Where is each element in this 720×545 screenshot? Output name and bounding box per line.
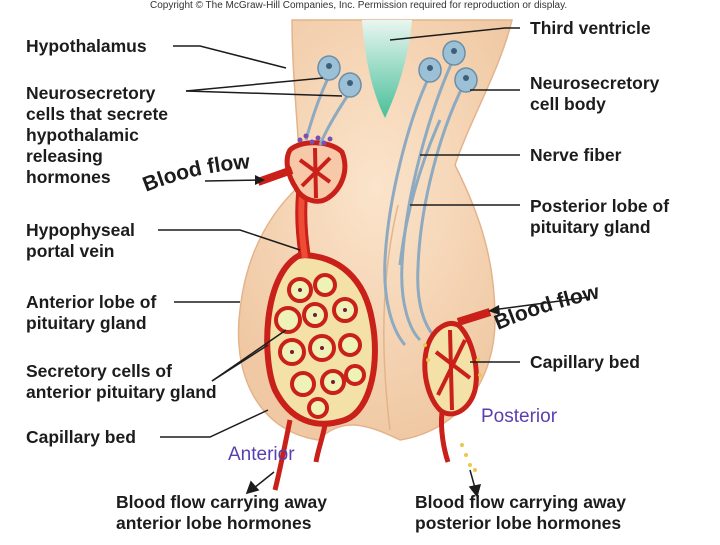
label-hypothalamus: Hypothalamus [26, 36, 147, 56]
label-capillary-bed-right: Capillary bed [530, 352, 640, 372]
neurosecretory-cells-left [297, 55, 362, 146]
label-third-ventricle: Third ventricle [530, 18, 651, 38]
label-bottom-right: Blood flow carrying away posterior lobe … [415, 492, 627, 533]
nerve-fibers [383, 59, 467, 346]
label-capillary-bed-left: Capillary bed [26, 427, 136, 447]
label-neurosecretory-cells: Neurosecretory cells that secrete hypoth… [26, 83, 169, 187]
label-secretory-cells: Secretory cells of anterior pituitary gl… [26, 361, 217, 402]
blood-flow-label-right: Blood flow [491, 280, 602, 334]
label-posterior-lobe: Posterior lobe of pituitary gland [530, 196, 670, 237]
neurosecretory-cell-bodies-right [418, 40, 478, 93]
leader-lines [158, 27, 520, 438]
blood-flow-arrow-right: Blood flow [488, 280, 602, 335]
label-nerve-fiber: Nerve fiber [530, 145, 622, 165]
label-neurosecretory-cell-body: Neurosecretory cell body [530, 73, 660, 114]
bottom-arrows [245, 469, 482, 498]
lobe-boundary [383, 204, 399, 431]
label-hypophyseal-portal-vein: Hypophyseal portal vein [26, 220, 135, 261]
annotation-posterior: Posterior [481, 406, 558, 427]
anterior-capillary-network [256, 140, 378, 491]
posterior-capillary-bed [422, 308, 492, 472]
annotation-anterior: Anterior [228, 444, 295, 465]
label-bottom-left: Blood flow carrying away anterior lobe h… [116, 492, 328, 533]
label-anterior-lobe: Anterior lobe of pituitary gland [26, 292, 157, 333]
third-ventricle [362, 20, 412, 118]
copyright-notice: Copyright © The McGraw-Hill Companies, I… [150, 0, 568, 11]
